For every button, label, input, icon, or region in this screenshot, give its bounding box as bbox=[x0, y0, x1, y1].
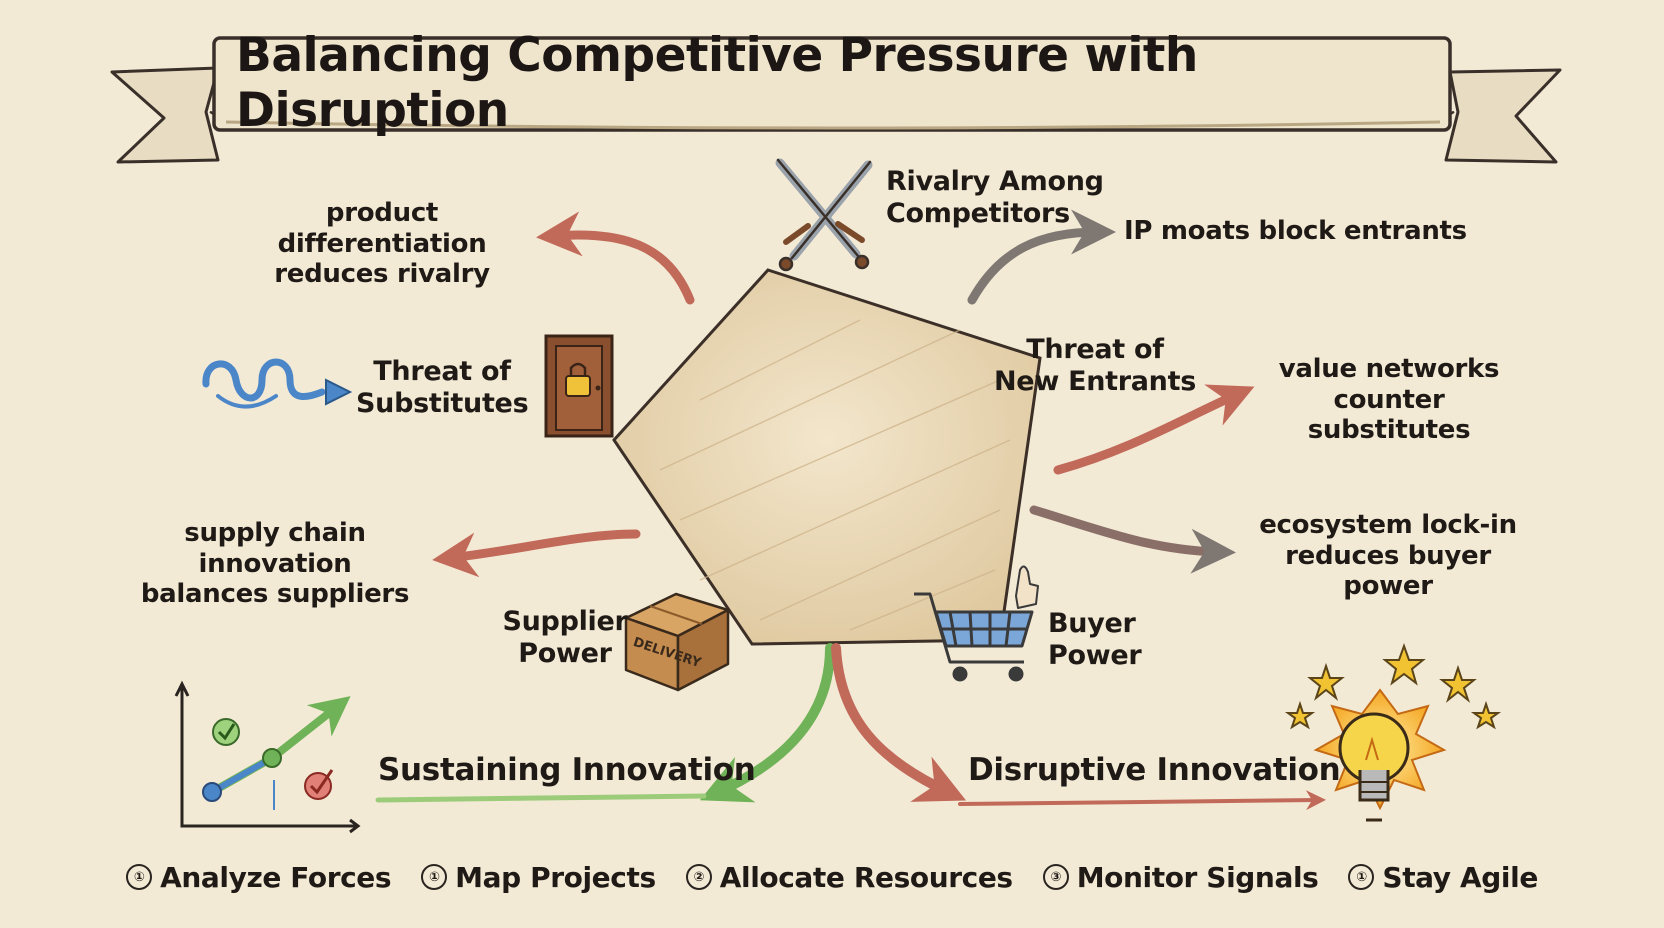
force-buyer-label: Buyer Power bbox=[1048, 608, 1142, 672]
swirl-arrow-head bbox=[325, 378, 353, 406]
growth-chart-icon bbox=[174, 680, 361, 834]
step-number-icon: ① bbox=[1348, 864, 1375, 890]
force-supplier-line-1: Supplier bbox=[502, 606, 628, 637]
arrow-ip-moats bbox=[967, 209, 1116, 305]
arrow-differentiation bbox=[536, 211, 695, 305]
step-monitor-signals: ③ Monitor Signals bbox=[1042, 860, 1319, 894]
arrow-value-networks bbox=[1053, 384, 1255, 475]
shopping-cart-icon bbox=[914, 565, 1039, 682]
step-stay-agile: ① Stay Agile bbox=[1348, 860, 1538, 894]
force-substitutes-line-1: Threat of bbox=[373, 356, 511, 387]
sustaining-underline bbox=[375, 793, 707, 803]
strategy-differentiation-line-2: reduces rivalry bbox=[274, 259, 490, 290]
step-label: Stay Agile bbox=[1382, 860, 1538, 894]
strategy-supply-chain-label: supply chain innovation balances supplie… bbox=[112, 518, 438, 610]
force-buyer-line-1: Buyer bbox=[1048, 608, 1136, 639]
strategy-supply-chain-line-1: supply chain innovation bbox=[184, 518, 366, 579]
strategy-supply-chain-line-2: balances suppliers bbox=[140, 579, 410, 610]
force-buyer-line-2: Power bbox=[1048, 639, 1142, 671]
sustaining-innovation-label: Sustaining Innovation bbox=[378, 752, 756, 788]
strategy-differentiation-label: product differentiation reduces rivalry bbox=[224, 198, 540, 290]
step-map-projects: ① Map Projects bbox=[421, 861, 656, 894]
strategy-ecosystem-line-2: reduces buyer power bbox=[1285, 540, 1491, 602]
strategy-differentiation-line-1: product differentiation bbox=[277, 198, 487, 259]
step-number-icon: ② bbox=[685, 864, 712, 890]
force-substitutes-label: Threat of Substitutes bbox=[356, 356, 529, 420]
strategy-value-networks-line-2: counter substitutes bbox=[1307, 384, 1471, 446]
strategy-ecosystem-label: ecosystem lock-in reduces buyer power bbox=[1238, 510, 1538, 602]
force-rivalry-line-1: Rivalry Among bbox=[886, 166, 1104, 197]
step-label: Monitor Signals bbox=[1076, 860, 1319, 894]
step-number-icon: ① bbox=[421, 864, 448, 890]
step-label: Map Projects bbox=[455, 860, 656, 894]
force-rivalry-line-2: Competitors bbox=[886, 197, 1070, 229]
title-banner bbox=[110, 36, 1562, 164]
strategy-ip-moats-label: IP moats block entrants bbox=[1124, 216, 1467, 247]
force-supplier-label: Supplier Power bbox=[500, 606, 630, 670]
disruptive-innovation-label: Disruptive Innovation bbox=[968, 752, 1341, 788]
process-steps: ① Analyze Forces ① Map Projects ② Alloca… bbox=[0, 852, 1664, 902]
strategy-ecosystem-line-1: ecosystem lock-in bbox=[1259, 510, 1517, 540]
step-label: Allocate Resources bbox=[719, 860, 1013, 894]
force-substitutes-line-2: Substitutes bbox=[356, 387, 529, 419]
arrow-disruptive-branch bbox=[831, 643, 967, 802]
strategy-value-networks-line-1: value networks bbox=[1278, 354, 1500, 384]
step-label: Analyze Forces bbox=[160, 860, 392, 894]
step-number-icon: ① bbox=[126, 864, 153, 890]
pentagon-hatching bbox=[659, 319, 1011, 631]
step-allocate-resources: ② Allocate Resources bbox=[685, 860, 1013, 894]
force-new-entrants-line-1: Threat of bbox=[1026, 334, 1164, 365]
locked-door-icon bbox=[544, 334, 614, 438]
step-number-icon: ③ bbox=[1042, 864, 1069, 890]
force-rivalry-label: Rivalry Among Competitors bbox=[886, 166, 1104, 230]
force-new-entrants-line-2: New Entrants bbox=[994, 365, 1196, 397]
arrow-sustaining-branch bbox=[699, 643, 835, 803]
five-forces-pentagon bbox=[612, 268, 1042, 646]
page-title: Balancing Competitive Pressure with Disr… bbox=[236, 28, 1198, 138]
arrow-disruptive-underline bbox=[958, 790, 1326, 811]
arrow-supply-chain bbox=[432, 529, 641, 578]
force-new-entrants-label: Threat of New Entrants bbox=[990, 334, 1200, 398]
crossed-swords-icon bbox=[775, 158, 873, 272]
delivery-box-icon bbox=[624, 592, 730, 692]
swirl-arrow-icon bbox=[202, 358, 326, 409]
arrow-ecosystem bbox=[1029, 505, 1236, 574]
step-analyze-forces: ① Analyze Forces bbox=[126, 860, 392, 894]
force-supplier-line-2: Power bbox=[518, 637, 612, 669]
strategy-ip-moats-line-1: IP moats block entrants bbox=[1124, 216, 1467, 246]
strategy-value-networks-label: value networks counter substitutes bbox=[1254, 354, 1524, 446]
lightbulb-burst-icon bbox=[1284, 643, 1502, 822]
